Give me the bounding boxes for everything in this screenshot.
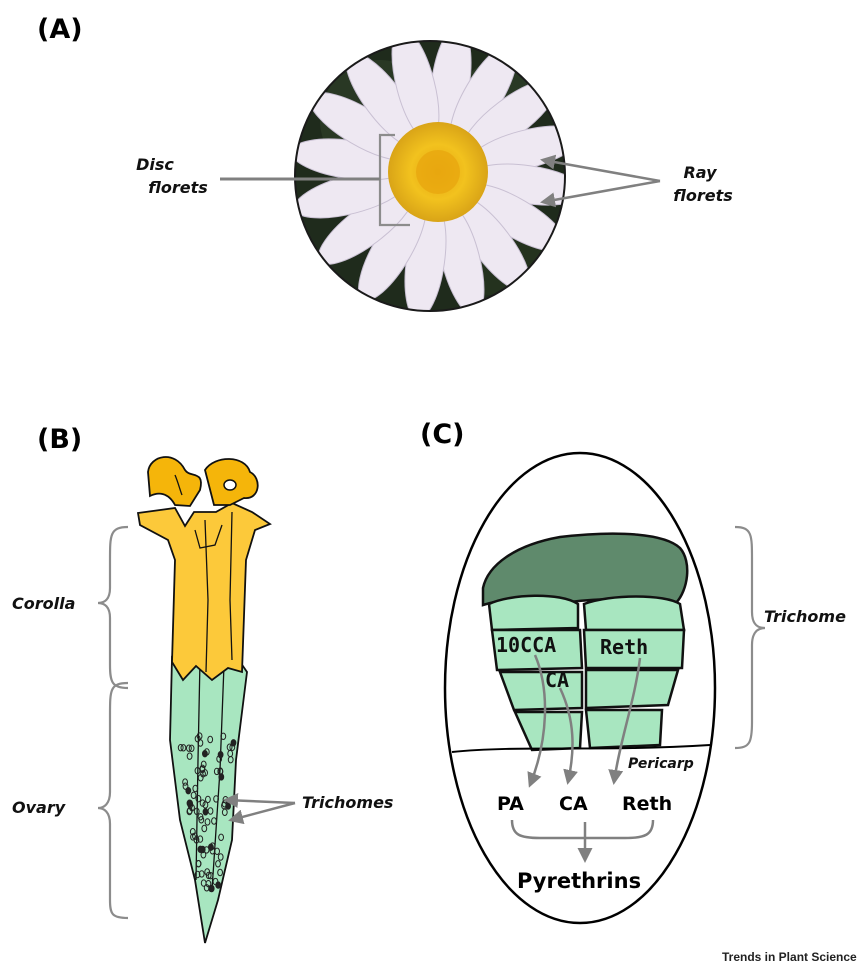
panel-c-label: (C) (420, 419, 465, 450)
cell-upper-left (489, 596, 578, 630)
pericarp-label: Pericarp (628, 756, 694, 772)
corolla-bracket (98, 527, 128, 688)
trichomes-arrow-lower (231, 803, 295, 820)
cell-upper-right (584, 597, 684, 631)
cell-10cca-label: 10CCA (496, 633, 556, 657)
corolla-shape (138, 503, 270, 680)
pyrethrins-label: Pyrethrins (517, 869, 641, 893)
trichome-dot (186, 788, 191, 794)
trichome-label: Trichome (764, 607, 846, 626)
daisy-photo (289, 23, 587, 321)
panel-b-label: (B) (37, 424, 82, 455)
corolla-label: Corolla (12, 594, 75, 613)
journal-credit: Trends in Plant Science (722, 950, 857, 964)
ovary-label: Ovary (12, 798, 66, 817)
trichome-dot (218, 752, 223, 758)
trichomes-arrow-upper (226, 800, 295, 803)
trichomes-label: Trichomes (302, 793, 393, 812)
ovary-bracket (98, 683, 128, 918)
trichome-dot (187, 800, 192, 806)
product-ca: CA (559, 793, 588, 815)
trichome-bracket (735, 527, 765, 748)
product-reth: Reth (622, 793, 672, 815)
disc-florets-label-2: florets (148, 178, 208, 197)
ray-florets-label-2: florets (673, 186, 733, 205)
trichome-dot (209, 844, 214, 850)
ray-florets-label-1: Ray (683, 163, 717, 182)
panel-a-label: (A) (37, 14, 83, 45)
cell-ca-label: CA (545, 668, 569, 692)
disc-florets-label-1: Disc (136, 155, 174, 174)
cell-reth-label: Reth (600, 635, 648, 659)
trichome-dot (231, 740, 236, 746)
disc-floret-drawing (138, 457, 270, 943)
stigma-left (148, 457, 201, 506)
product-pa: PA (497, 793, 524, 815)
trichome-dot (203, 809, 208, 815)
